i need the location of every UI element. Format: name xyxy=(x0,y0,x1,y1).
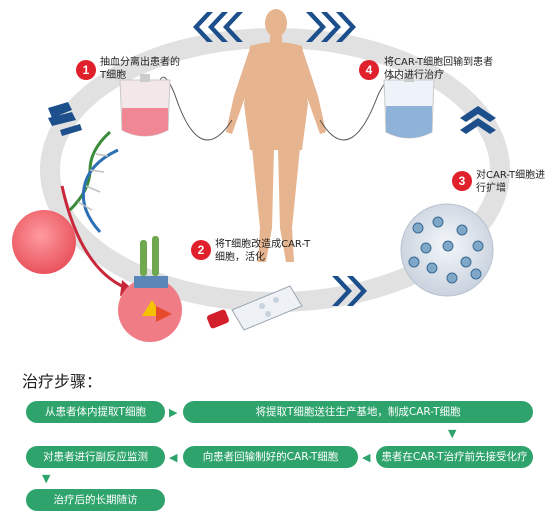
infusion-line-right xyxy=(319,76,401,141)
flow-arrow-right-1: ▶ xyxy=(169,406,178,419)
car-t-infusion-bag xyxy=(383,74,435,139)
tumor-cell xyxy=(12,210,76,274)
step-4-badge: 4 xyxy=(359,60,379,80)
step-4-line2: 体内进行治疗 xyxy=(384,70,444,81)
flow-step-infuse: 向患者回输制好的CAR-T细胞 xyxy=(183,446,358,468)
transduction-arrow xyxy=(60,185,127,290)
step-2-badge: 2 xyxy=(191,240,211,260)
chevron-arrows-right xyxy=(460,106,496,134)
blood-line-left xyxy=(159,76,233,141)
flow-arrow-left-2: ◀ xyxy=(362,451,371,464)
step-4-line1: 将CAR-T细胞回输到患者 xyxy=(384,57,494,68)
step-4-text: 将CAR-T细胞回输到患者 体内进行治疗 xyxy=(384,56,493,82)
flow-arrow-down-2: ▼ xyxy=(42,472,51,485)
dna-helix-icon xyxy=(68,130,119,234)
step-1-line1: 抽血分离出患者的 xyxy=(100,57,180,68)
flow-step-extract-t-cells: 从患者体内提取T细胞 xyxy=(26,401,165,423)
culture-flask xyxy=(207,285,303,331)
step-2-text: 将T细胞改造成CAR-T 细胞，活化 xyxy=(215,238,310,264)
flow-step-monitor: 对患者进行副反应监测 xyxy=(26,446,165,468)
step-1-text: 抽血分离出患者的 T细胞 xyxy=(100,56,180,82)
step-1-line2: T细胞 xyxy=(100,70,127,81)
step-3-text: 对CAR-T细胞进 行扩增 xyxy=(476,169,545,195)
expansion-dish xyxy=(400,203,494,297)
chevron-arrows-left xyxy=(48,102,82,136)
car-t-cell xyxy=(118,236,182,342)
human-body-figure xyxy=(226,9,326,262)
flow-step-follow-up: 治疗后的长期随访 xyxy=(26,489,165,511)
chevron-arrows-bottom xyxy=(332,276,367,306)
step-3-line1: 对CAR-T细胞进 xyxy=(476,170,546,181)
flow-arrow-down-1: ▼ xyxy=(448,427,457,440)
chevron-arrows-top-right xyxy=(306,12,356,42)
blood-bag xyxy=(119,74,171,137)
chevron-arrows-top-left xyxy=(193,12,243,42)
step-2-line1: 将T细胞改造成CAR-T xyxy=(215,239,311,250)
step-1-badge: 1 xyxy=(76,60,96,80)
step-2-line2: 细胞，活化 xyxy=(215,252,265,263)
step-3-badge: 3 xyxy=(452,171,472,191)
flow-arrow-left-1: ◀ xyxy=(169,451,178,464)
treatment-steps-title: 治疗步骤： xyxy=(22,372,103,391)
flow-step-manufacture: 将提取T细胞送往生产基地，制成CAR-T细胞 xyxy=(183,401,533,423)
step-3-line2: 行扩增 xyxy=(476,183,506,194)
flow-step-chemotherapy: 患者在CAR-T治疗前先接受化疗 xyxy=(376,446,533,468)
